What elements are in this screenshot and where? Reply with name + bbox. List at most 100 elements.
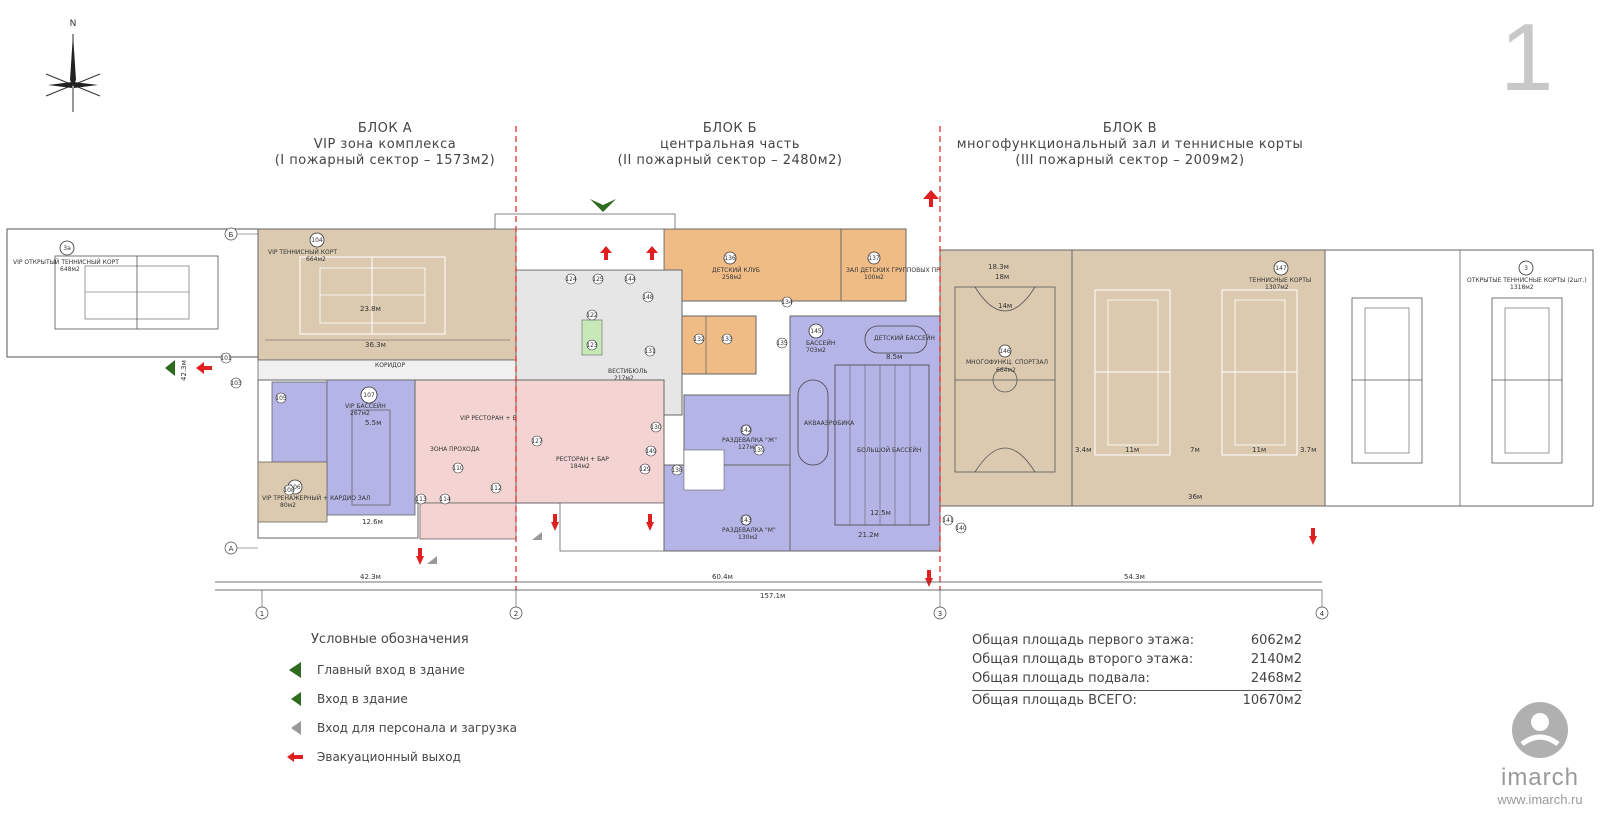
room-badge (415, 493, 427, 505)
area-row-second-floor: Общая площадь второго этажа: 2140м2 (972, 650, 1302, 669)
area-row-total: Общая площадь ВСЕГО: 10670м2 (972, 690, 1302, 710)
dim-vip-pool-w: 5.5м (365, 419, 381, 427)
room-147-area: 1307м2 (1265, 284, 1289, 291)
room-3-area: 1318м2 (1510, 284, 1534, 291)
room-badge (644, 345, 656, 357)
room-104-name: VIP ТЕННИСНЫЙ КОРТ (268, 249, 337, 256)
dim-left-h: 42.3м (180, 360, 188, 381)
block-c-heading: БЛОК В многофункциональный зал и теннисн… (945, 121, 1315, 169)
area-row-basement: Общая площадь подвала: 2468м2 (972, 669, 1302, 688)
room-146-num: 146 (999, 348, 1011, 355)
room-badge (452, 462, 464, 474)
room-137-area: 100м2 (864, 274, 884, 281)
block-a-subtitle: VIP зона комплекса (313, 137, 457, 152)
room-146-sports-hall (939, 249, 1073, 507)
room-badge (776, 337, 788, 349)
axis-1: 1 (260, 610, 264, 618)
room-badge-num: 138 (671, 467, 683, 474)
kids-pool (864, 325, 928, 354)
axis-row-a: А (229, 545, 234, 553)
outdoor-vip-court (6, 228, 259, 358)
dim-court-l: 23.8м (360, 305, 381, 313)
dim-pool-k: 8.5м (886, 353, 902, 361)
room-128-area: 184м2 (570, 463, 590, 470)
dim-t1: 3.4м (1075, 446, 1091, 454)
logo-url: www.imarch.ru (1497, 792, 1583, 807)
room-badge (283, 484, 295, 496)
room-badge-num: 129 (639, 466, 651, 473)
room-104-area: 664м2 (306, 256, 326, 263)
block-b-subtitle: центральная часть (659, 137, 801, 152)
legend-title: Условные обозначения (311, 632, 469, 647)
axis-row-b: Б (229, 231, 234, 239)
imarch-logo: imarch www.imarch.ru (1480, 700, 1600, 807)
room-109-vip-restaurant (414, 379, 517, 504)
block-b-sector: (II пожарный сектор – 2480м2) (617, 153, 843, 168)
area-summary: Общая площадь первого этажа: 6062м2 Обща… (972, 631, 1302, 710)
room-badge (942, 514, 954, 526)
room-badge (490, 482, 502, 494)
room-badge-num: 130 (650, 424, 662, 431)
side-entrance-marker (165, 360, 175, 376)
north-arrow-icon: N (45, 19, 101, 112)
room-146-name: МНОГОФУНКЦ. СПОРТЗАЛ (966, 359, 1048, 366)
main-entrance-marker (590, 199, 616, 212)
room-136-kids-club (663, 228, 842, 302)
dim-total: 157.1м (760, 592, 785, 600)
kids-pool-name: ДЕТСКИЙ БАССЕЙН (874, 335, 935, 342)
room-badge (671, 464, 683, 476)
room-badge-num: 108 (283, 487, 295, 494)
dim-hall-w: 18.3м (988, 263, 1009, 271)
room-142-area: 127м2 (738, 444, 758, 451)
room-badge-num: 132 (693, 336, 705, 343)
room-147-tennis-courts (1071, 249, 1326, 507)
axis-2: 2 (514, 610, 518, 618)
dim-t4: 11м (1252, 446, 1266, 454)
logo-name: imarch (1500, 764, 1579, 791)
room-badge-num: 123 (586, 342, 598, 349)
area-label: Общая площадь подвала: (972, 671, 1150, 686)
axis-3: 3 (938, 610, 942, 618)
staff-entrance-icon (285, 720, 305, 736)
dim-b: 60.4м (712, 573, 733, 581)
room-badge (624, 273, 636, 285)
aqua-name: АКВААЭРОБИКА (804, 420, 855, 427)
room-137-kids-programs (840, 228, 907, 302)
room-143-num: 143 (740, 517, 752, 524)
room-106-area: 80м2 (280, 502, 296, 509)
room-badge-num: 105 (275, 395, 287, 402)
block-c-title: БЛОК В (1102, 121, 1158, 136)
room-143-area: 130м2 (738, 534, 758, 541)
axis-4: 4 (1320, 610, 1325, 618)
room-145-area: 703м2 (806, 347, 826, 354)
block-a-title: БЛОК А (357, 121, 413, 136)
area-row-first-floor: Общая площадь первого этажа: 6062м2 (972, 631, 1302, 650)
room-106-name: VIP ТРЕНАЖЕРНЫЙ + КАРДИО ЗАЛ (262, 495, 370, 502)
room-badge (693, 333, 705, 345)
room-badge (565, 273, 577, 285)
dim-t6: 36м (1188, 493, 1202, 501)
room-107-area: 267м2 (350, 410, 370, 417)
room-badge-num: 135 (776, 340, 788, 347)
legend-label: Вход в здание (317, 692, 408, 706)
room-badge (592, 273, 604, 285)
room-3a-num: 3а (63, 245, 71, 252)
dim-c: 54.3м (1124, 573, 1145, 581)
room-badge-num: 133 (721, 336, 733, 343)
sheet-number: 1 (1500, 4, 1554, 111)
room-145-name: БАССЕЙН (806, 340, 835, 347)
block-a-sector: (I пожарный сектор – 1573м2) (274, 153, 496, 168)
room-badge-num: 131 (644, 348, 656, 355)
room-3a-name: VIP ОТКРЫТЫЙ ТЕННИСНЫЙ КОРТ (13, 259, 119, 266)
room-badge-num: 139 (753, 447, 765, 454)
block-b-heading: БЛОК Б центральная часть (II пожарный се… (580, 121, 880, 169)
dim-hall-14: 14м (998, 302, 1012, 310)
room-3-name: ОТКРЫТЫЕ ТЕННИСНЫЕ КОРТЫ (2шт.) (1467, 277, 1587, 284)
room-102-name: КОРИДОР (375, 362, 405, 369)
room-badge (642, 291, 654, 303)
legend-item-evac-exit: Эвакуационный выход (285, 747, 461, 767)
room-badge (781, 296, 793, 308)
room-121-name: ВЕСТИБЮЛЬ (608, 368, 647, 375)
room-badge-num: 112 (490, 485, 502, 492)
